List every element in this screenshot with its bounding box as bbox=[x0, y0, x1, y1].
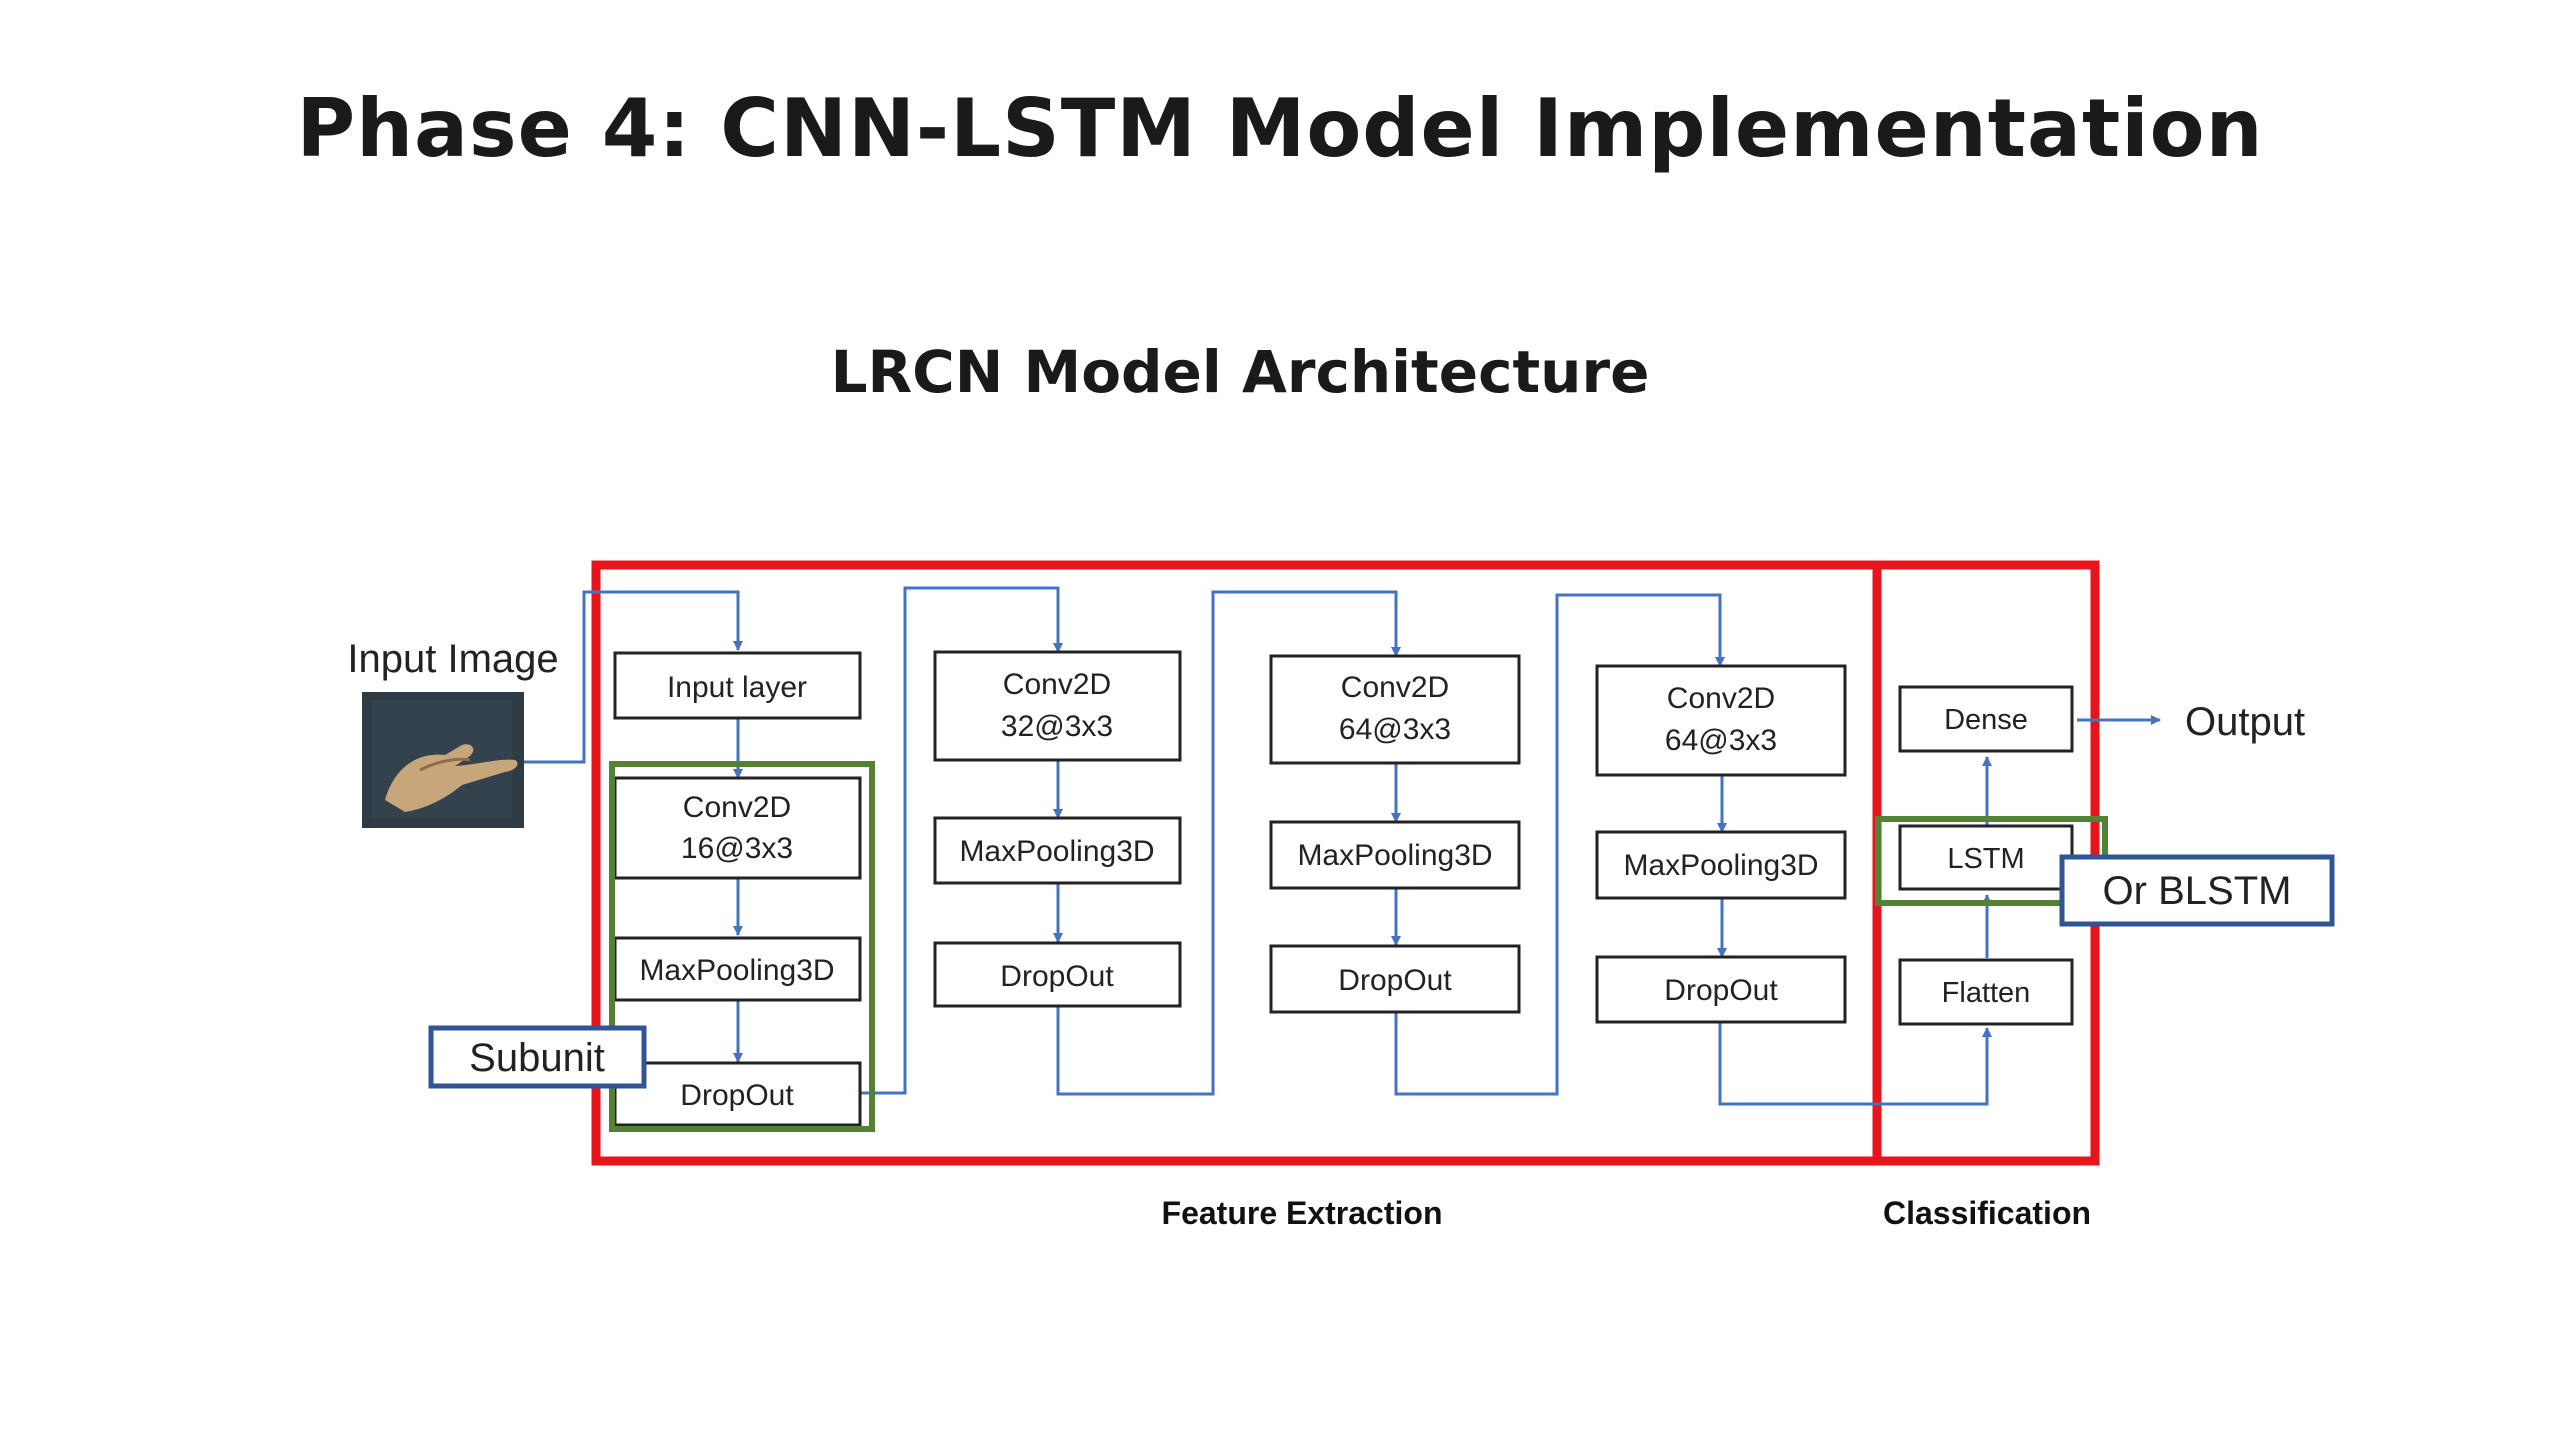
blstm-callout: Or BLSTM bbox=[2059, 854, 2335, 927]
connector-drop1-to-conv2 bbox=[860, 586, 1063, 1095]
node-dropout-2-label: DropOut bbox=[1000, 960, 1114, 993]
node-conv2d-32-line2: 32@3x3 bbox=[1001, 710, 1113, 743]
subunit-highlight-box bbox=[609, 761, 875, 1132]
node-maxpooling3d-2-label: MaxPooling3D bbox=[959, 835, 1154, 868]
node-maxpooling3d-1-label: MaxPooling3D bbox=[639, 954, 834, 987]
node-maxpooling3d-3: MaxPooling3D bbox=[1269, 820, 1521, 890]
node-conv2d-32-line1: Conv2D bbox=[1003, 668, 1111, 701]
node-maxpooling3d-4: MaxPooling3D bbox=[1595, 830, 1847, 900]
node-conv2d-16-line1: Conv2D bbox=[683, 791, 791, 824]
node-conv2d-64-b-line1: Conv2D bbox=[1667, 682, 1775, 715]
subunit-callout: Subunit bbox=[428, 1025, 647, 1089]
node-dropout-2: DropOut bbox=[933, 941, 1182, 1008]
node-dropout-3: DropOut bbox=[1269, 944, 1521, 1014]
node-dropout-4: DropOut bbox=[1595, 955, 1847, 1024]
node-maxpooling3d-3-label: MaxPooling3D bbox=[1297, 839, 1492, 872]
feature-extraction-label: Feature Extraction bbox=[1162, 1195, 1443, 1231]
node-maxpooling3d-1: MaxPooling3D bbox=[613, 936, 862, 1002]
connector-input-to-layer bbox=[524, 590, 743, 764]
node-conv2d-16-line2: 16@3x3 bbox=[681, 832, 793, 865]
output-label: Output bbox=[2185, 700, 2305, 744]
connector-drop4-to-flatten bbox=[1718, 1022, 1992, 1106]
node-conv2d-32: Conv2D 32@3x3 bbox=[933, 650, 1182, 762]
node-conv2d-64-a: Conv2D 64@3x3 bbox=[1269, 654, 1521, 765]
node-conv2d-64-b: Conv2D 64@3x3 bbox=[1595, 664, 1847, 777]
diagram-title: LRCN Model Architecture bbox=[830, 338, 1650, 406]
input-image-thumbnail bbox=[362, 692, 524, 828]
classification-label: Classification bbox=[1883, 1195, 2091, 1231]
subunit-callout-label: Subunit bbox=[469, 1036, 605, 1080]
node-flatten-label: Flatten bbox=[1942, 977, 2031, 1009]
node-input-layer-label: Input layer bbox=[667, 671, 807, 704]
node-dropout-4-label: DropOut bbox=[1664, 974, 1778, 1007]
node-flatten: Flatten bbox=[1898, 958, 2074, 1026]
node-maxpooling3d-4-label: MaxPooling3D bbox=[1623, 849, 1818, 882]
node-lstm: LSTM bbox=[1898, 824, 2074, 891]
node-dropout-3-label: DropOut bbox=[1338, 964, 1452, 997]
node-dense-label: Dense bbox=[1944, 704, 2028, 736]
node-conv2d-64-a-line2: 64@3x3 bbox=[1339, 713, 1451, 746]
node-lstm-label: LSTM bbox=[1947, 843, 2024, 875]
node-dense: Dense bbox=[1898, 685, 2074, 753]
node-input-layer: Input layer bbox=[613, 651, 862, 720]
node-dropout-1-label: DropOut bbox=[680, 1079, 794, 1112]
connector-drop2-to-conv3 bbox=[1056, 590, 1401, 1096]
input-image-label: Input Image bbox=[347, 637, 558, 681]
connector-drop3-to-conv4 bbox=[1394, 593, 1725, 1096]
node-maxpooling3d-2: MaxPooling3D bbox=[933, 816, 1182, 885]
node-conv2d-64-b-line2: 64@3x3 bbox=[1665, 724, 1777, 757]
node-conv2d-16: Conv2D 16@3x3 bbox=[613, 776, 862, 880]
blstm-callout-label: Or BLSTM bbox=[2103, 869, 2292, 913]
node-conv2d-64-a-line1: Conv2D bbox=[1341, 671, 1449, 704]
slide-title: Phase 4: CNN-LSTM Model Implementation bbox=[296, 82, 2264, 175]
node-dropout-1: DropOut bbox=[613, 1061, 862, 1127]
